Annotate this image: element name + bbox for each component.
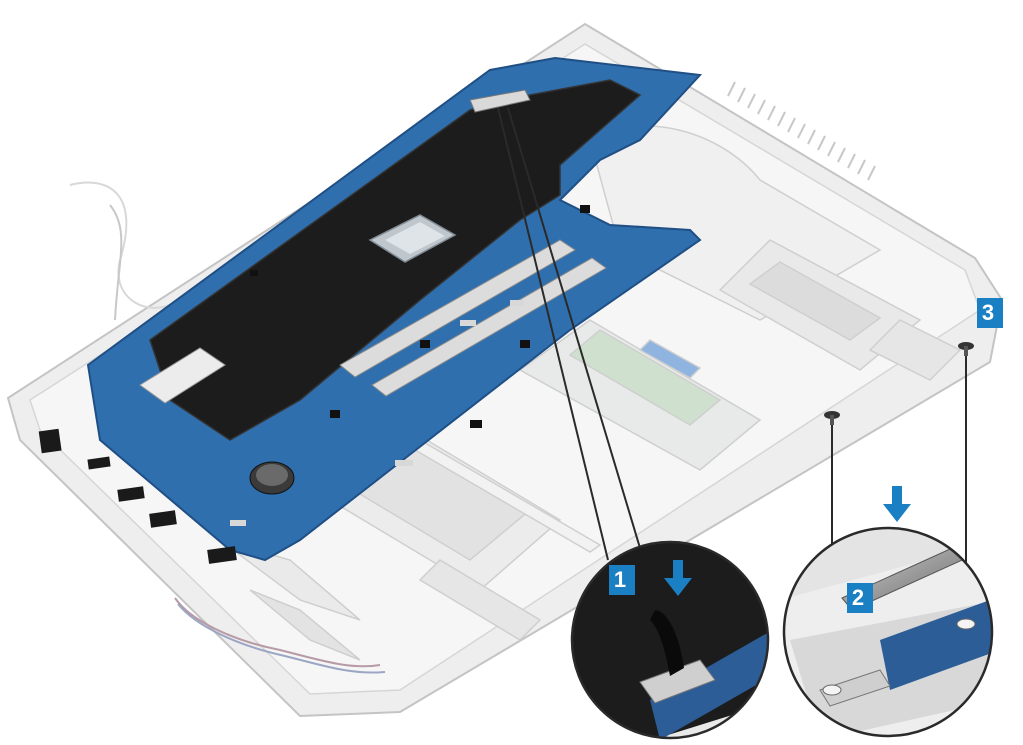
wlan-card <box>139 347 226 404</box>
side-ports <box>38 428 237 564</box>
screw-icon <box>958 342 974 356</box>
step-1-callout: 1 <box>609 565 635 595</box>
antenna-cables <box>69 181 386 674</box>
system-board <box>86 56 703 562</box>
step-1-number: 1 <box>613 567 627 592</box>
push-down-arrow-icon <box>664 560 692 596</box>
memory-slot <box>339 239 576 378</box>
zoom-circle-step-2 <box>782 526 994 738</box>
step-3-number: 3 <box>981 300 995 325</box>
heat-shield <box>149 79 642 441</box>
screw-icon <box>824 411 840 425</box>
board-bracket <box>469 89 531 113</box>
step-3-callout: 3 <box>977 298 1003 328</box>
step-2-number: 2 <box>851 585 865 610</box>
step-2-callout: 2 <box>847 583 873 613</box>
push-down-arrow-icon <box>883 486 911 522</box>
